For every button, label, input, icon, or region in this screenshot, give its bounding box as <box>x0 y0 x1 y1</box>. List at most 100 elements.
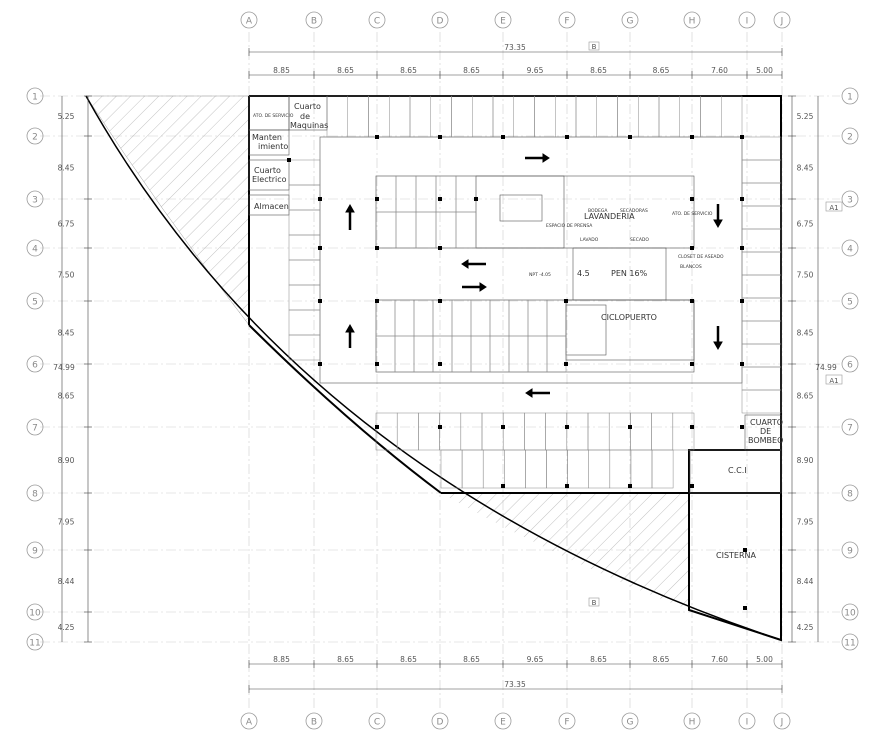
parking-stall <box>288 284 321 311</box>
parking-stall <box>741 136 782 161</box>
parking-stall <box>679 95 701 138</box>
parking-stall <box>525 449 547 489</box>
grid-bubble-left <box>26 541 44 559</box>
lavanderia-label: LAVANDERIA <box>584 212 635 221</box>
grid-bubble-bottom <box>738 712 756 730</box>
grid-bubble-right <box>841 418 859 436</box>
dim-horizontal-label: 8.65 <box>463 655 480 664</box>
cuarto-bombeo-label-3: BOMBEO <box>748 436 783 445</box>
parking-stall <box>741 297 782 322</box>
grid-number-left: 9 <box>32 547 38 557</box>
small-label-2: BODEGA <box>588 208 608 214</box>
arrow-down-icon <box>713 204 723 229</box>
parking-stall <box>375 335 396 373</box>
dim-vertical-label: 7.95 <box>58 518 75 527</box>
parking-stall <box>455 211 477 249</box>
parking-stall <box>672 412 695 451</box>
parking-stall <box>566 412 589 451</box>
cuarto-maquinas-label-2: de <box>300 112 310 121</box>
grid-bubble-left <box>26 355 44 373</box>
dim-vertical-label: 8.45 <box>797 164 814 173</box>
dim-horizontal-label: 5.00 <box>756 655 773 664</box>
grid-bubble-bottom <box>494 712 512 730</box>
grid-number-right: 9 <box>847 547 853 557</box>
grid-bubble-left <box>26 292 44 310</box>
grid-bubble-left <box>26 87 44 105</box>
parking-stall <box>638 95 660 138</box>
svg-text:imiento: imiento <box>258 142 288 151</box>
almacen-label: Almacen <box>254 202 289 211</box>
grid-letter-bottom: A <box>246 718 253 728</box>
arrow-down-icon <box>713 326 723 351</box>
parking-stall <box>472 95 494 138</box>
structural-column <box>690 484 694 488</box>
parking-stall <box>630 412 652 451</box>
parking-stall <box>489 335 510 373</box>
grid-letter-bottom: J <box>780 718 784 728</box>
grid-bubble-right <box>841 484 859 502</box>
parking-stall <box>609 449 632 489</box>
grid-bubble-top <box>683 11 701 29</box>
dim-horizontal-label: 9.65 <box>527 66 544 75</box>
dim-horizontal-label: 9.65 <box>527 655 544 664</box>
grid-letter-top: B <box>311 17 317 27</box>
parking-stall <box>288 259 321 286</box>
parking-stall <box>546 335 567 373</box>
small-label-8: LAVADO <box>580 237 599 243</box>
svg-text:CUARTO: CUARTO <box>750 418 783 427</box>
parking-stall <box>700 95 722 138</box>
arrow-left-icon <box>525 388 550 398</box>
grid-letter-bottom: E <box>500 718 506 728</box>
grid-bubble-bottom <box>773 712 791 730</box>
grid-letter-bottom: I <box>746 718 749 728</box>
grid-number-right: 8 <box>847 490 853 500</box>
grid-bubble-top <box>368 11 386 29</box>
cisterna-label: CISTERNA <box>716 551 757 560</box>
traffic-arrows <box>345 153 723 398</box>
mantenimiento-label-2: imiento <box>258 142 288 151</box>
structural-column <box>628 135 632 139</box>
section-marker-b-top: B <box>592 43 597 51</box>
grid-bubble-top <box>773 11 791 29</box>
parking-stall <box>524 412 546 451</box>
parking-stall <box>394 335 415 373</box>
grid-bubble-top <box>240 11 258 29</box>
parking-stall <box>396 412 419 451</box>
grid-number-right: 1 <box>847 93 853 103</box>
svg-text:de: de <box>300 112 310 121</box>
structural-column <box>740 135 744 139</box>
parking-stall <box>288 159 321 186</box>
parking-stall <box>721 95 743 138</box>
hatched-unbuilt-area-bottom <box>441 493 689 610</box>
structural-column <box>628 484 632 488</box>
parking-stall <box>375 299 396 337</box>
parking-stall <box>508 335 529 373</box>
parking-stall <box>439 412 462 451</box>
structural-column <box>318 299 322 303</box>
grid-number-right: 4 <box>847 245 853 255</box>
arrow-right-icon <box>462 282 487 292</box>
room-labels: Cuarto de Maquinas Manten imiento Cuarto… <box>252 102 783 560</box>
parking-stall <box>415 175 437 213</box>
grid-number-left: 10 <box>29 609 41 619</box>
structural-column <box>628 425 632 429</box>
grid-number-left: 6 <box>32 361 38 371</box>
structural-column <box>375 362 379 366</box>
parking-stall <box>741 182 782 207</box>
structural-column <box>740 197 744 201</box>
structural-column <box>690 425 694 429</box>
grid-bubble-right <box>841 541 859 559</box>
small-label-9: SECADO <box>630 237 649 243</box>
cuarto-maquinas-label-1: Cuarto <box>294 102 321 111</box>
grid-bubble-right <box>841 190 859 208</box>
structural-column <box>438 197 442 201</box>
svg-text:Cuarto: Cuarto <box>294 102 321 111</box>
structural-column <box>743 606 747 610</box>
structural-column <box>438 362 442 366</box>
parking-stall <box>481 412 504 451</box>
parking-stall <box>451 299 472 337</box>
parking-stall <box>347 95 369 138</box>
parking-stall <box>575 95 597 138</box>
grid-bubble-left <box>26 603 44 621</box>
